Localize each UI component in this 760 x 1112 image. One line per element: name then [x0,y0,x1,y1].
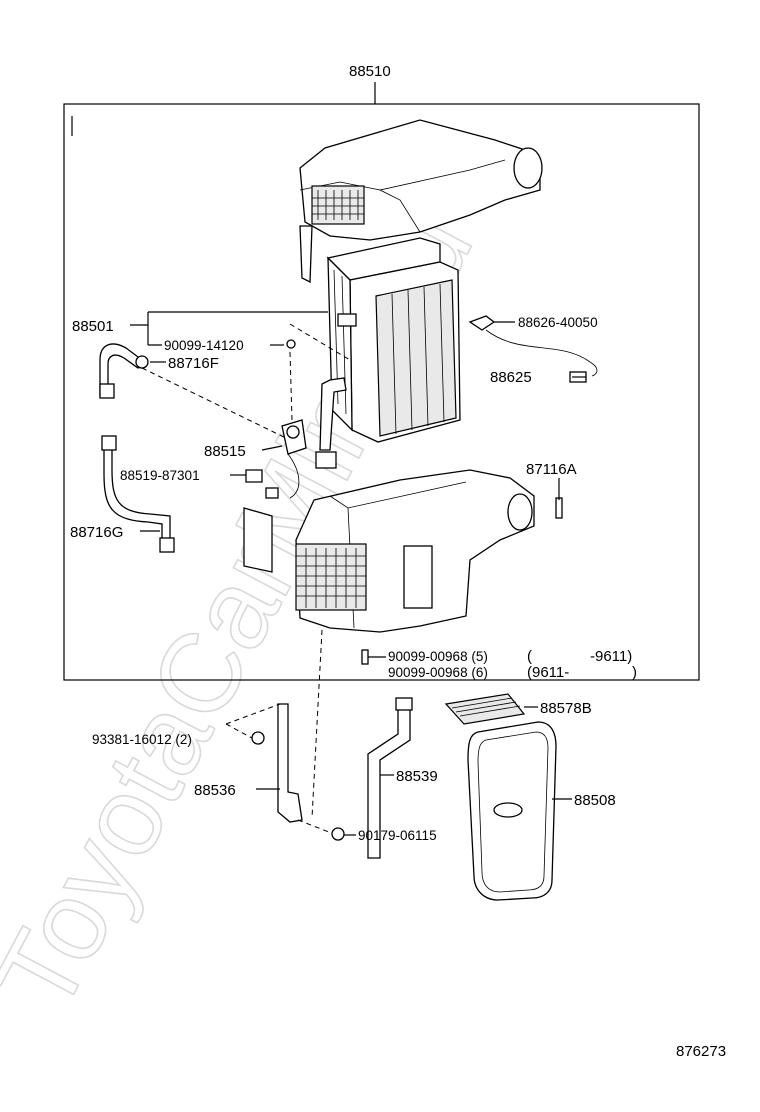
label-sensor-clip: 88626-40050 [518,315,598,330]
diagram-code: 876273 [676,1043,726,1060]
label-nut-bolt: 93381-16012 (2) [92,732,192,747]
nut[interactable] [331,827,345,841]
tube-88716g[interactable] [101,435,175,553]
label-nut: 90179-06115 [358,828,437,843]
label-drain-hose: 88539 [396,768,438,785]
filter[interactable] [444,693,526,725]
label-bracket: 88536 [194,782,236,799]
label-cover: 88508 [574,792,616,809]
label-screw-a-range-open: ( [527,648,532,665]
label-screw-b: 90099-00968 (6) [388,665,488,680]
label-evaporator-unit: 88501 [72,318,114,335]
upper-case[interactable] [299,119,543,284]
label-screw-a-range: -9611) [590,648,632,665]
drain-hose[interactable] [367,697,413,859]
label-tube-f: 88716F [168,355,219,372]
label-tube-g: 88716G [70,524,123,541]
expansion-valve[interactable] [281,339,307,499]
label-assembly: 88510 [349,63,391,80]
bracket[interactable] [251,703,303,823]
label-screw-b-range: (9611- [527,664,569,681]
assembly-frame [63,103,700,681]
label-valve: 88515 [204,443,246,460]
label-screw-b-range-close: ) [632,664,637,681]
label-screw-upper: 90099-14120 [164,338,244,353]
label-screw-a: 90099-00968 (5) [388,649,488,664]
label-filter: 88578B [540,700,592,717]
lower-case[interactable] [243,469,563,665]
label-clamp: 88519-87301 [120,468,200,483]
tube-88716f[interactable] [99,343,149,399]
label-pin: 87116A [526,461,577,478]
cover[interactable] [467,721,557,901]
label-thermistor: 88625 [490,369,532,386]
evaporator-core[interactable] [315,237,461,469]
clamp[interactable] [245,469,279,499]
